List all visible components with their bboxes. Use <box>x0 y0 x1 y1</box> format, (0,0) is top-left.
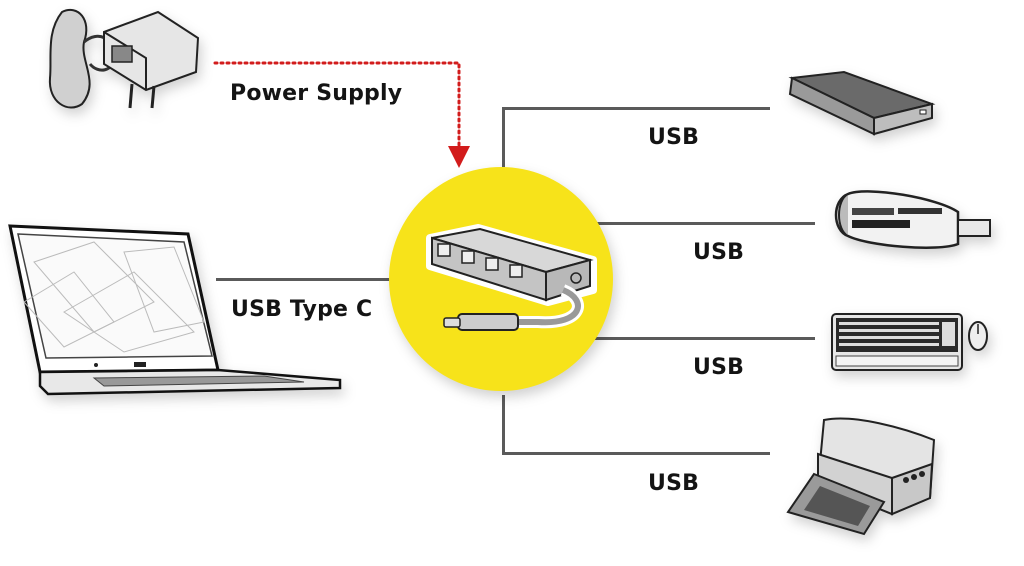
line-hub-card-reader <box>595 222 815 225</box>
label-usb-printer: USB <box>648 471 700 496</box>
line-hub-printer <box>502 452 770 455</box>
external-hard-drive-icon[interactable] <box>782 70 942 152</box>
label-usb-keyboard: USB <box>693 355 745 380</box>
power-adapter-icon[interactable] <box>38 2 213 117</box>
label-usb-drive: USB <box>648 125 700 150</box>
printer-icon[interactable] <box>784 414 944 544</box>
laptop-icon[interactable] <box>4 222 344 402</box>
line-hub-vertical-top <box>502 107 505 167</box>
label-usb-type-c: USB Type C <box>231 297 373 322</box>
usb-hub-icon[interactable] <box>418 220 598 350</box>
line-laptop-hub <box>216 278 391 281</box>
line-hub-vertical-bottom <box>502 395 505 455</box>
line-hub-drive <box>502 107 770 110</box>
line-hub-keyboard <box>595 337 815 340</box>
label-usb-card-reader: USB <box>693 240 745 265</box>
keyboard-mouse-icon[interactable] <box>828 310 998 380</box>
label-power-supply: Power Supply <box>230 81 403 106</box>
usb-card-reader-icon[interactable] <box>828 186 998 266</box>
